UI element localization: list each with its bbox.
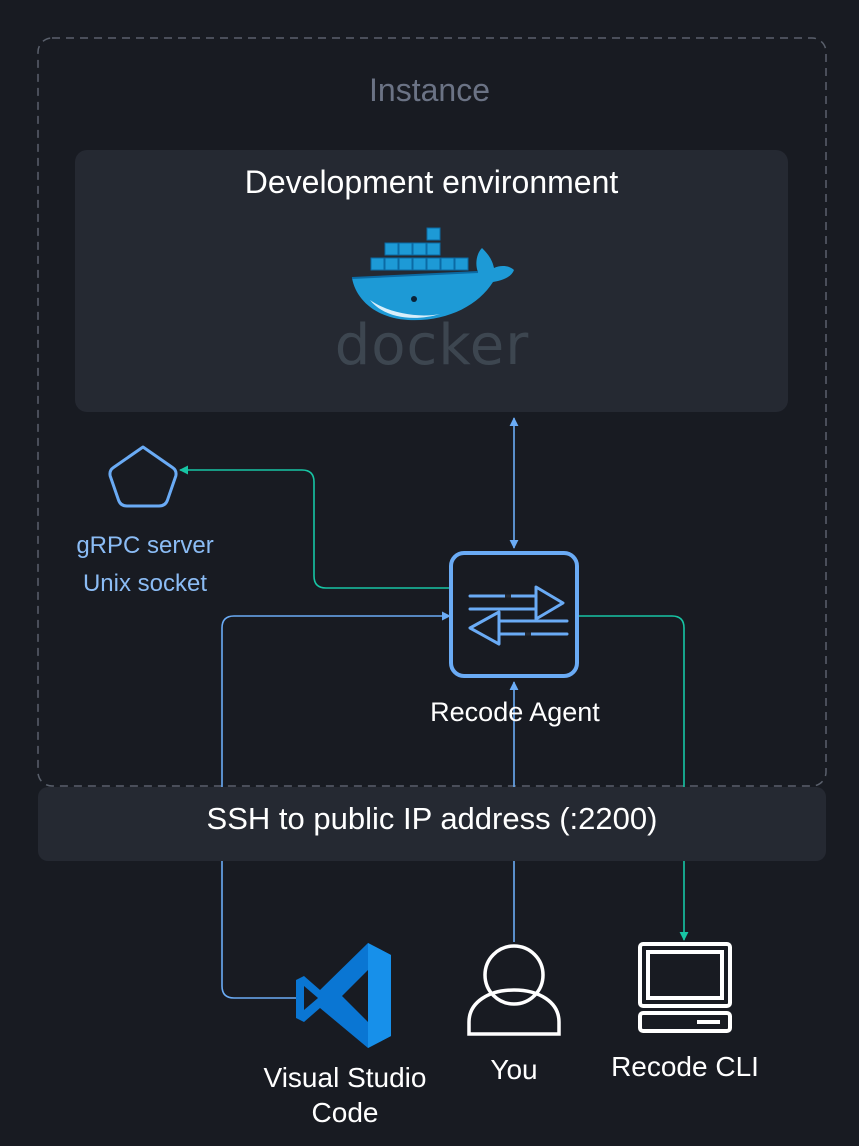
dev-env-title: Development environment: [244, 164, 619, 200]
instance-title: Instance: [369, 72, 490, 108]
grpc-label-line2: Unix socket: [82, 570, 208, 597]
agent-grpc-connector: [179, 465, 450, 589]
ssh-bar: [38, 787, 826, 861]
cli-label: Recode CLI: [611, 1051, 759, 1082]
you-label: You: [490, 1054, 538, 1085]
transfer-icon: [449, 551, 579, 678]
docker-whale-icon: [351, 227, 514, 321]
vscode-label-line1: Visual Studio: [263, 1062, 427, 1093]
computer-icon: [638, 942, 732, 1033]
user-icon: [467, 944, 561, 1036]
grpc-label-line1: gRPC server: [76, 532, 214, 559]
vscode-icon: [296, 943, 391, 1048]
agent-cli-connector: [578, 615, 689, 941]
vscode-label-line2: Code: [311, 1097, 379, 1128]
recode-agent-node: [449, 551, 579, 678]
instance-boundary: [37, 37, 827, 787]
docker-wordmark: docker: [335, 313, 530, 378]
agent-label: Recode Agent: [430, 697, 600, 727]
ssh-label: SSH to public IP address (:2200): [206, 801, 658, 836]
pentagon-icon: [108, 445, 178, 508]
docker-logo: docker: [335, 227, 530, 378]
